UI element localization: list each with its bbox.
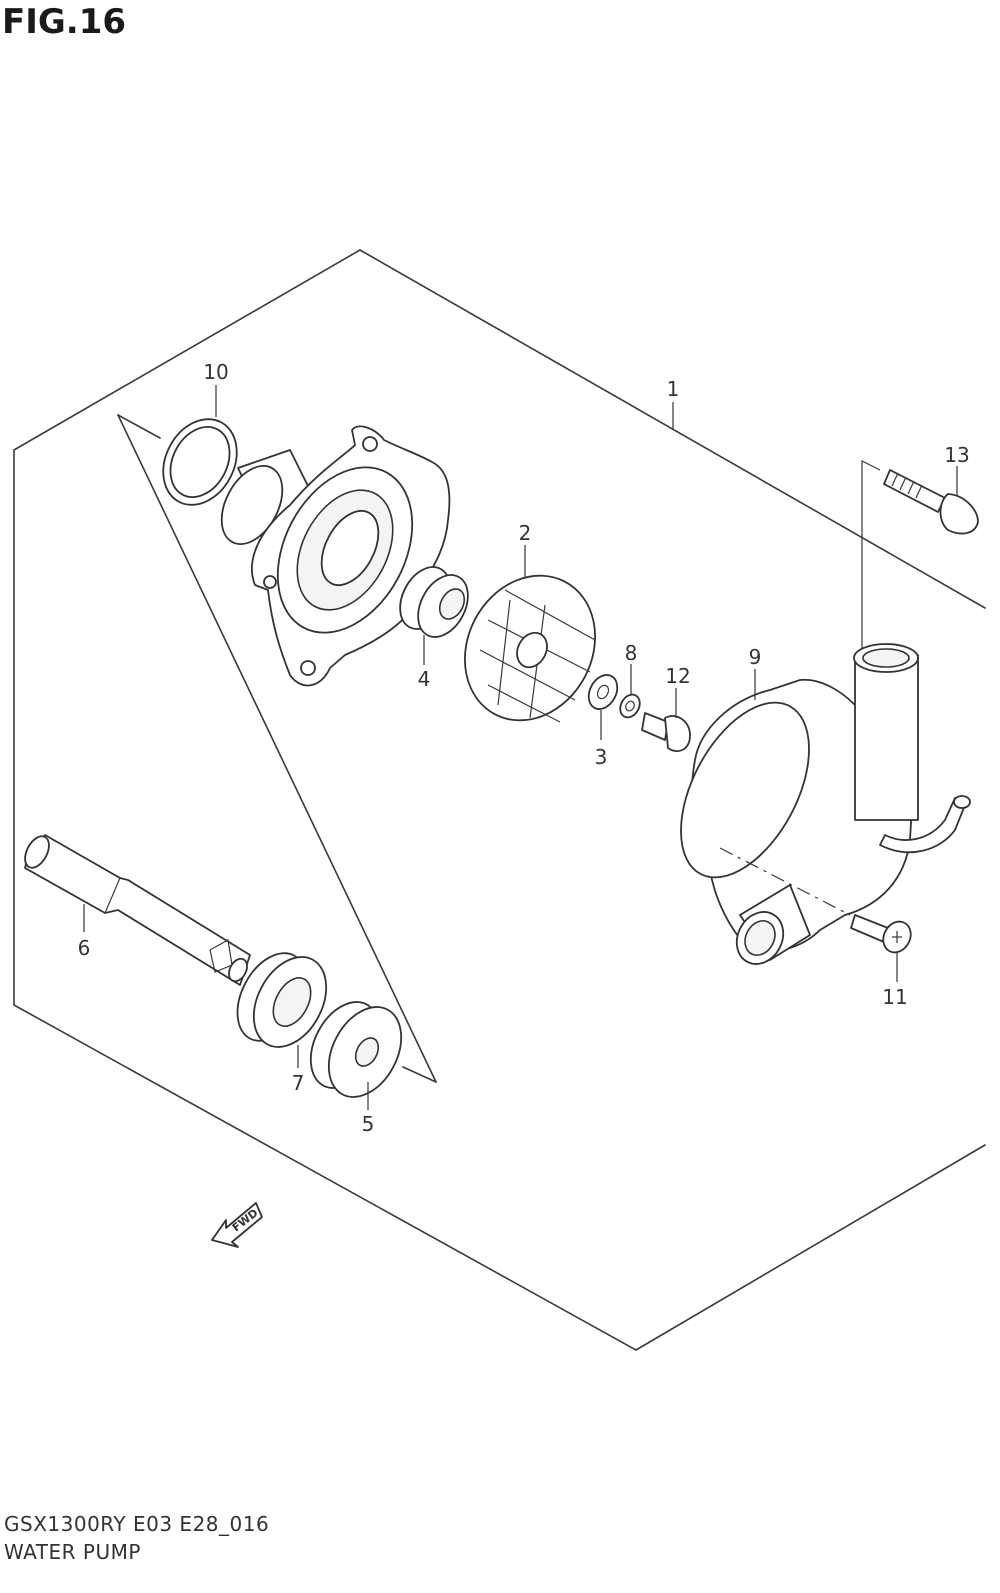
washer-part [587,674,619,710]
oil-seal-part [309,1001,403,1098]
callout-1: 1 [667,377,680,401]
callout-labels: 1 2 3 4 5 6 7 8 9 10 11 12 13 [78,360,970,1136]
small-washer-part [619,693,641,719]
callout-2: 2 [519,521,532,545]
figure-title: FIG.16 [2,2,127,42]
callout-8: 8 [625,641,638,665]
screw-11-part [850,914,912,954]
impeller-bolt-part [641,712,691,752]
pump-body-part [680,643,971,965]
leader-lines [83,385,958,1110]
pump-shaft-part [24,834,251,986]
callout-6: 6 [78,936,91,960]
callout-12: 12 [665,664,690,688]
callout-5: 5 [362,1112,375,1136]
callout-10: 10 [203,360,228,384]
pump-cover-part [220,425,451,687]
model-code: GSX1300RY E03 E28_016 [4,1512,270,1536]
mechanical-seal-part [399,566,469,638]
callout-7: 7 [292,1071,305,1095]
o-ring-part [162,418,238,506]
sub-assembly-triangle [117,414,437,1083]
bearing-part [236,952,328,1048]
impeller-part [464,574,596,723]
callout-13: 13 [944,443,969,467]
callout-4: 4 [418,667,431,691]
section-name: WATER PUMP [4,1540,141,1564]
callout-11: 11 [882,985,907,1009]
callout-9: 9 [749,645,762,669]
callout-3: 3 [595,745,608,769]
bolt-13-part [883,469,979,535]
fwd-arrow-icon: FWD [211,1202,263,1248]
